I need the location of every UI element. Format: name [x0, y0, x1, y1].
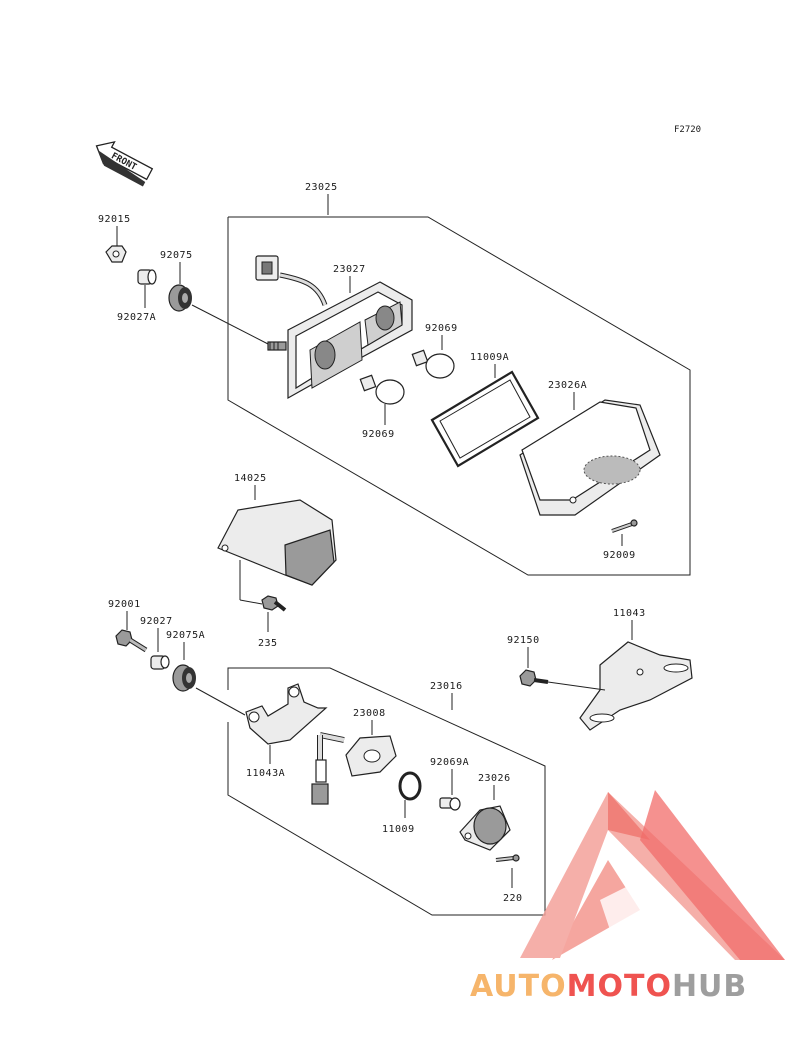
bracket-11043A: [245, 683, 328, 745]
bulb-92069-top: [411, 349, 455, 379]
part-label-23026A: 23026A: [548, 380, 587, 391]
gasket-11009: [398, 771, 422, 801]
grommet-92075A: [172, 664, 196, 692]
part-label-11043A: 11043A: [246, 768, 285, 779]
part-label-14025: 14025: [234, 473, 267, 484]
tail-light-housing-23027: [267, 272, 413, 400]
connector-icon: [255, 255, 279, 281]
part-label-92015: 92015: [98, 214, 131, 225]
bracket-11043: [579, 641, 693, 731]
cover-14025: [217, 499, 337, 586]
watermark-text: AUTOMOTOHUB: [470, 969, 747, 1004]
part-label-92069-top: 92069: [425, 323, 458, 334]
part-label-23008: 23008: [353, 708, 386, 719]
part-label-92075: 92075: [160, 250, 193, 261]
collar-92027: [150, 655, 170, 670]
part-label-92001: 92001: [108, 599, 141, 610]
grommet-92075: [168, 284, 192, 312]
part-label-235: 235: [258, 638, 278, 649]
part-label-23025: 23025: [305, 182, 338, 193]
part-label-11043: 11043: [613, 608, 646, 619]
part-label-92150: 92150: [507, 635, 540, 646]
bolt-235: [261, 595, 287, 612]
screw-220: [495, 854, 520, 862]
socket-23008: [311, 732, 397, 805]
part-label-220: 220: [503, 893, 523, 904]
part-label-23016: 23016: [430, 681, 463, 692]
lens-23026: [459, 805, 511, 851]
part-label-11009A: 11009A: [470, 352, 509, 363]
watermark-hub: HUB: [672, 969, 747, 1004]
bulb-92069-bottom: [359, 374, 405, 405]
bolt-92001: [115, 629, 148, 653]
assembly-outline-23016: [227, 667, 546, 916]
lens-23026A: [519, 399, 661, 516]
assembly-outline-23025: [227, 216, 691, 576]
part-label-92069-bottom: 92069: [362, 429, 395, 440]
screw-92009: [611, 519, 638, 533]
front-arrow-icon: FRONT: [95, 140, 154, 187]
part-label-11009: 11009: [382, 824, 415, 835]
part-label-92009: 92009: [603, 550, 636, 561]
bolt-92150: [519, 669, 549, 687]
part-label-92069A: 92069A: [430, 757, 469, 768]
bulb-92069A: [439, 797, 461, 811]
part-label-23026: 23026: [478, 773, 511, 784]
figure-id: F2720: [674, 125, 701, 135]
part-label-92027: 92027: [140, 616, 173, 627]
watermark-auto: AUTO: [470, 969, 567, 1004]
nut-92015: [105, 245, 127, 263]
watermark-moto: MOTO: [567, 969, 672, 1004]
gasket-11009A: [430, 370, 540, 468]
part-label-92075A: 92075A: [166, 630, 205, 641]
watermark-logo: [520, 790, 785, 960]
part-label-23027: 23027: [333, 264, 366, 275]
collar-92027A: [137, 269, 157, 285]
part-label-92027A: 92027A: [117, 312, 156, 323]
